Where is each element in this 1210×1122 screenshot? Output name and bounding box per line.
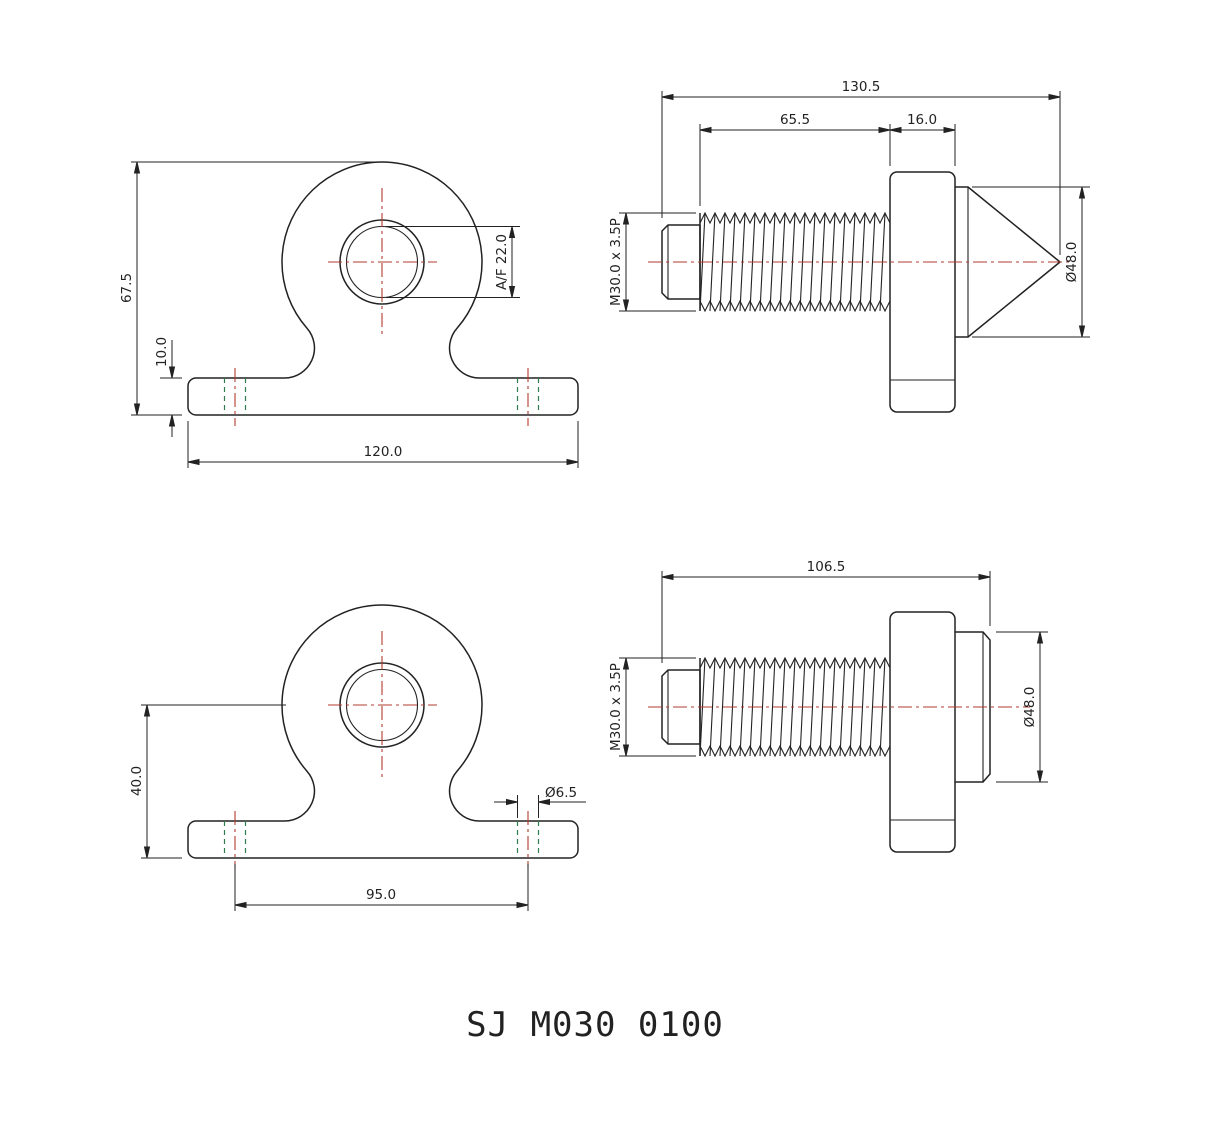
arrowhead — [1036, 631, 1044, 644]
pin-side-view-pointed: 130.5 65.5 16.0 M30.0 x 3.5P Ø48.0 — [608, 79, 1090, 413]
arrowhead — [566, 458, 579, 466]
base-hole-centerlines — [234, 811, 529, 869]
arrowhead — [978, 573, 991, 581]
pin-side-view-flat: 106.5 M30.0 x 3.5P Ø48.0 — [608, 559, 1048, 853]
dim-lines-thread-length — [699, 124, 956, 206]
dim-lines-base-width — [187, 421, 579, 468]
arrowhead — [622, 212, 630, 225]
arrowhead — [133, 403, 141, 416]
pin-outline-group — [661, 611, 991, 853]
dim-thread-length: 65.5 — [780, 112, 810, 128]
dim-lines-center-height — [141, 704, 286, 859]
bracket-outline-group — [187, 604, 579, 859]
dim-center-height: 40.0 — [129, 766, 145, 796]
arrowhead — [143, 704, 151, 717]
dim-overall-length: 130.5 — [842, 79, 881, 95]
arrowhead — [661, 93, 674, 101]
bracket-side-profile — [889, 611, 956, 853]
arrowhead — [622, 744, 630, 757]
dim-lines-socket-flats — [386, 226, 520, 298]
drawing-title: SJ M030 0100 — [466, 1005, 724, 1045]
dim-end-diameter: Ø48.0 — [1022, 687, 1038, 728]
dim-base-thickness: 10.0 — [154, 337, 170, 367]
bracket-front-view-lower: 40.0 95.0 Ø6.5 — [129, 604, 586, 911]
dim-lines-overall-length — [661, 91, 1061, 255]
pin-outline-group — [661, 171, 1061, 413]
dim-bracket-width: 16.0 — [907, 112, 937, 128]
arrowhead — [133, 161, 141, 174]
arrowhead — [508, 286, 516, 298]
arrowhead — [168, 366, 176, 379]
thread-crest-bottom — [699, 300, 891, 312]
flat-end-boss — [955, 631, 991, 783]
dimension-group: 130.5 65.5 16.0 M30.0 x 3.5P Ø48.0 — [608, 79, 1090, 338]
base-hole-centerlines — [234, 368, 529, 426]
centerline-group — [234, 188, 529, 426]
arrowhead — [516, 901, 529, 909]
arrowhead — [1036, 770, 1044, 783]
arrowhead — [508, 226, 516, 238]
dim-thread-spec: M30.0 x 3.5P — [608, 218, 624, 306]
dim-lines-hole-diameter — [494, 795, 586, 818]
thread-crest-bottom — [699, 745, 891, 757]
dim-overall-height: 67.5 — [119, 273, 135, 303]
centerline-group — [234, 631, 529, 869]
arrowhead — [1078, 186, 1086, 199]
dimension-group: 106.5 M30.0 x 3.5P Ø48.0 — [608, 559, 1048, 783]
bolt-hole-centerlines — [328, 188, 437, 338]
bracket-side-profile — [889, 171, 956, 413]
dim-hole-pitch: 95.0 — [366, 887, 396, 903]
bracket-silhouette — [187, 604, 579, 859]
arrowhead — [943, 126, 956, 134]
base-holes-hidden-lines — [223, 821, 540, 858]
dim-lines-thread-spec — [619, 657, 696, 757]
dimension-group: 40.0 95.0 Ø6.5 — [129, 704, 586, 911]
arrowhead — [661, 573, 674, 581]
dim-lines-end-diameter — [996, 631, 1048, 783]
hidden-line-group — [223, 821, 540, 858]
dim-hole-diameter: Ø6.5 — [545, 785, 577, 801]
arrowhead — [168, 414, 176, 427]
base-holes-hidden-lines — [223, 378, 540, 415]
dim-lines-thread-spec — [619, 212, 696, 312]
hidden-line-group — [223, 378, 540, 415]
arrowhead — [622, 299, 630, 312]
dimension-group: 67.5 10.0 120.0 A/F 22.0 — [119, 161, 579, 468]
dim-base-width: 120.0 — [364, 444, 403, 460]
arrowhead — [622, 657, 630, 670]
arrowhead — [234, 901, 247, 909]
arrowhead — [1048, 93, 1061, 101]
bracket-silhouette — [187, 161, 579, 416]
arrowhead — [538, 798, 550, 806]
arrowhead — [187, 458, 200, 466]
arrowhead — [889, 126, 902, 134]
arrowhead — [699, 126, 712, 134]
arrowhead — [506, 798, 518, 806]
dim-cone-diameter: Ø48.0 — [1064, 242, 1080, 283]
dim-lines-overall-length — [661, 571, 991, 663]
dim-lines-hole-pitch — [234, 864, 529, 911]
dim-thread-spec: M30.0 x 3.5P — [608, 663, 624, 751]
dim-overall-length: 106.5 — [807, 559, 846, 575]
dim-socket-flats: A/F 22.0 — [494, 234, 510, 290]
dim-lines-overall-height — [131, 161, 376, 416]
arrowhead — [878, 126, 891, 134]
arrowhead — [143, 846, 151, 859]
arrowhead — [1078, 325, 1086, 338]
dim-lines-cone-diameter — [972, 186, 1090, 338]
bracket-front-view-upper: 67.5 10.0 120.0 A/F 22.0 — [119, 161, 579, 468]
bolt-hole-centerlines — [328, 631, 437, 781]
bracket-outline-group — [187, 161, 579, 416]
